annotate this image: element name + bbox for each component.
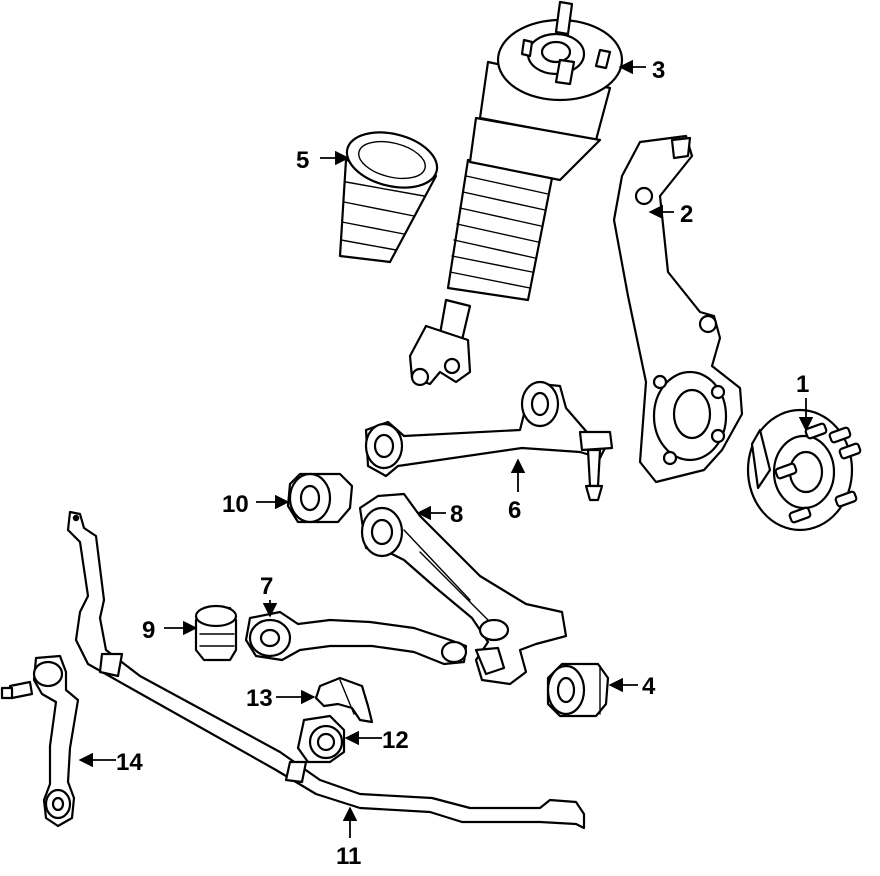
- callout-10: 10: [222, 491, 249, 518]
- dust-boot-part[interactable]: [338, 124, 443, 264]
- bushing-4-part[interactable]: [546, 662, 610, 718]
- callout-12: 12: [382, 727, 409, 754]
- callout-9: 9: [142, 617, 155, 644]
- callout-4: 4: [642, 673, 656, 700]
- upper-control-arm-part[interactable]: [364, 380, 614, 502]
- lower-control-arm-part[interactable]: [358, 492, 568, 686]
- stabilizer-link-part[interactable]: [0, 654, 80, 828]
- steering-knuckle-part[interactable]: [612, 134, 744, 484]
- callout-14: 14: [116, 749, 143, 776]
- stabilizer-bar-part[interactable]: [66, 510, 586, 830]
- lower-link-arm-part[interactable]: [244, 610, 468, 666]
- callout-6: 6: [508, 497, 521, 524]
- wheel-hub-part[interactable]: [746, 408, 862, 532]
- leader-lines: [78, 59, 814, 838]
- callout-7: 7: [260, 573, 273, 600]
- stabilizer-bracket-part[interactable]: [314, 676, 374, 724]
- callout-1: 1: [796, 371, 809, 398]
- callout-5: 5: [296, 147, 309, 174]
- bushing-9-part[interactable]: [194, 604, 238, 662]
- callout-8: 8: [450, 501, 463, 528]
- callout-2: 2: [680, 201, 693, 228]
- callout-labels: 1 2 3 4 5 6 7 8 9 10 11 12 13 14: [116, 57, 809, 870]
- callout-3: 3: [652, 57, 665, 84]
- stabilizer-bushing-part[interactable]: [296, 714, 346, 764]
- air-strut-part[interactable]: [408, 0, 624, 387]
- callout-11: 11: [336, 843, 361, 870]
- bushing-10-part[interactable]: [286, 472, 354, 524]
- callout-13: 13: [246, 685, 273, 712]
